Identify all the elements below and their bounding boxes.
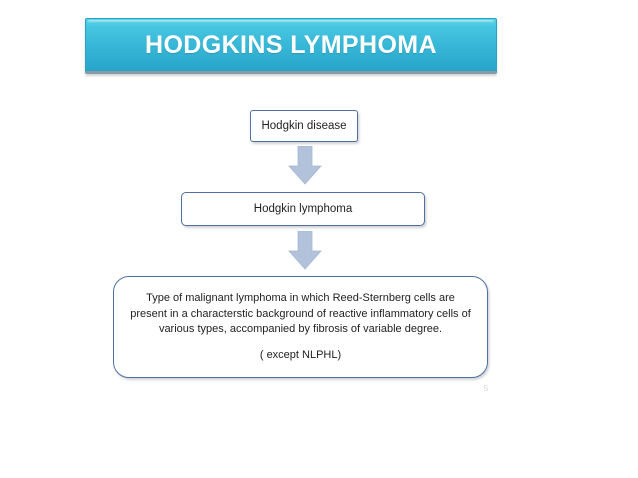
definition-exception: ( except NLPHL) <box>259 348 342 361</box>
flow-node-label: Hodgkin disease <box>261 120 347 132</box>
slide-title-banner: HODGKINS LYMPHOMA <box>85 18 497 74</box>
page-title: HODGKINS LYMPHOMA <box>144 30 437 59</box>
arrow-down-icon <box>287 146 323 186</box>
flow-node-hodgkin-disease: Hodgkin disease <box>250 110 358 142</box>
definition-paragraph: Type of malignant lymphoma in which Reed… <box>130 292 471 336</box>
page-number: 5 <box>483 384 489 393</box>
flow-node-label: Hodgkin lymphoma <box>253 203 353 215</box>
flow-node-hodgkin-lymphoma: Hodgkin lymphoma <box>181 192 425 226</box>
flow-node-definition: Type of malignant lymphoma in which Reed… <box>113 276 488 378</box>
arrow-down-icon <box>287 231 323 271</box>
